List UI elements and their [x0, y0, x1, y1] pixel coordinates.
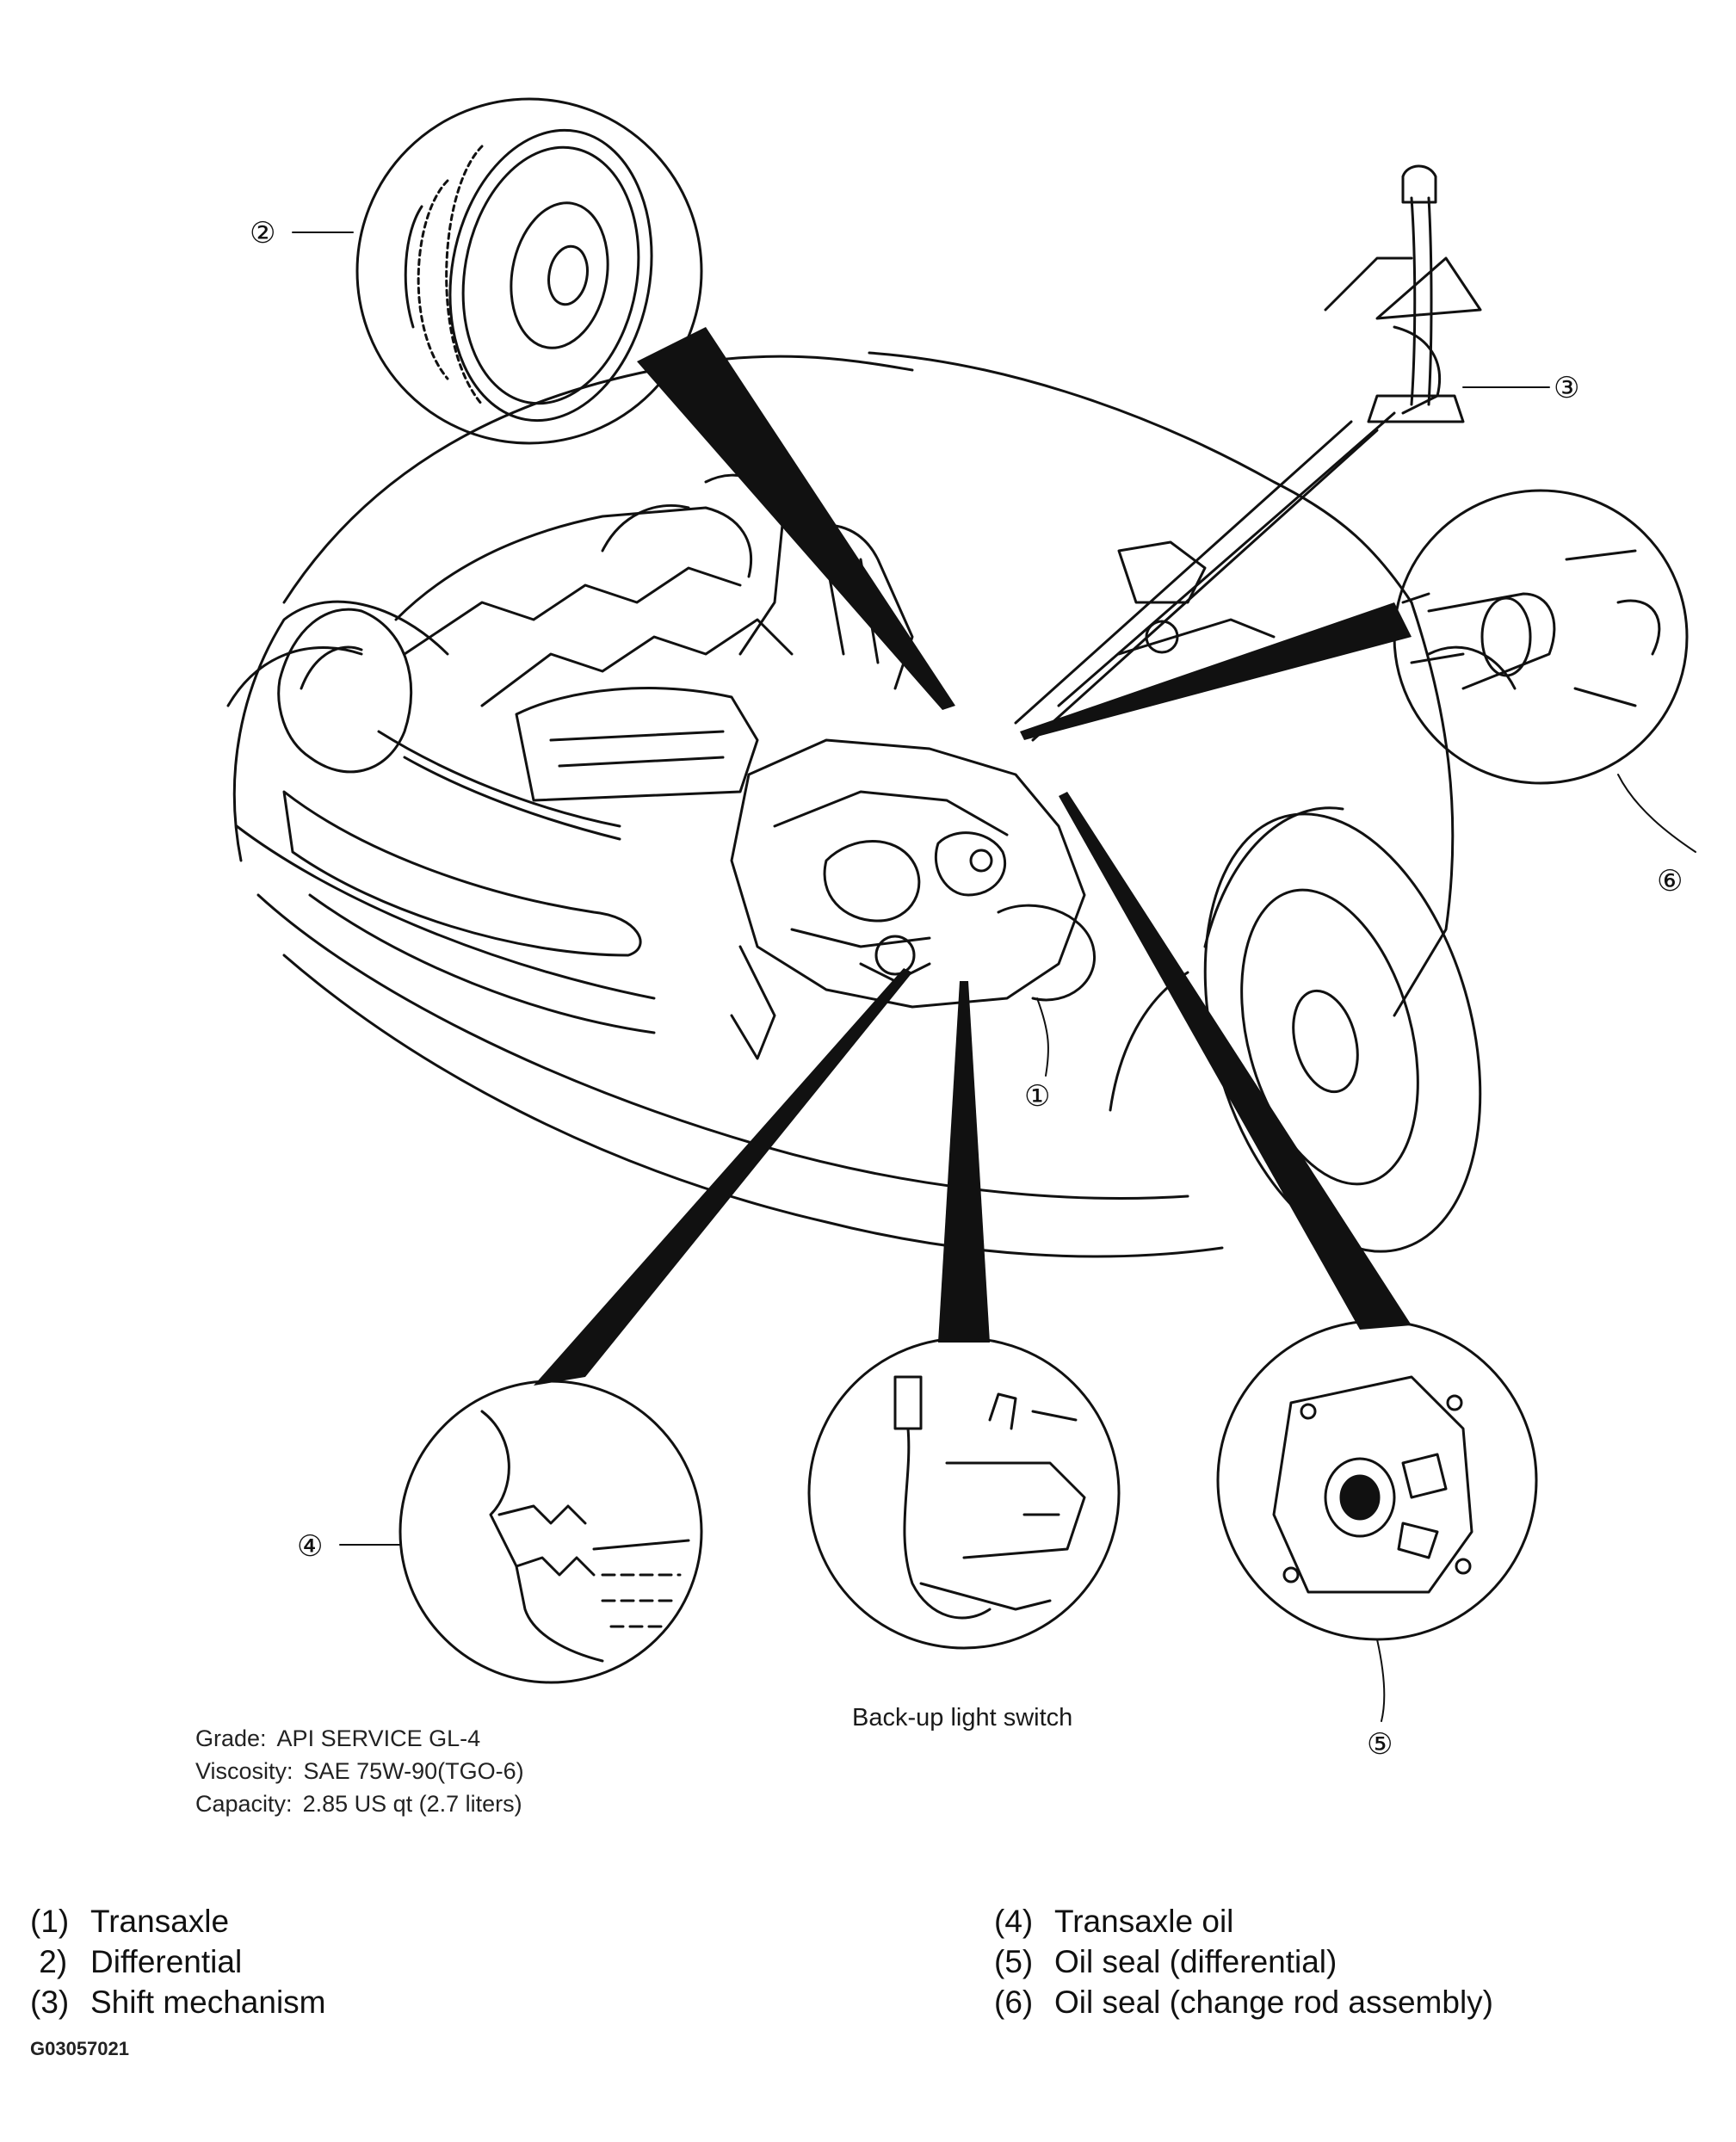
legend-item-4: (4) Transaxle oil — [994, 1904, 1233, 1940]
callout-2: ② — [250, 216, 275, 250]
legend-text: Differential — [90, 1944, 243, 1979]
change-rod-seal-leader-wedge — [1020, 602, 1412, 740]
legend-number: (5) — [994, 1944, 1034, 1979]
shift-mechanism-sketch — [1014, 164, 1482, 742]
callout-5: ⑤ — [1367, 1727, 1393, 1762]
legend-text: Transaxle oil — [1054, 1904, 1234, 1939]
backup-light-switch-caption: Back-up light switch — [852, 1704, 1073, 1732]
spec-capacity-label: Capacity: — [195, 1791, 293, 1817]
legend-text: Oil seal (change rod assembly) — [1054, 1985, 1493, 2020]
spec-viscosity-value: SAE 75W-90(TGO-6) — [303, 1758, 524, 1784]
callout-leader-1 — [1036, 997, 1049, 1077]
differential-seal-leader-wedge — [1059, 792, 1412, 1330]
spec-grade-value: API SERVICE GL-4 — [276, 1725, 481, 1751]
legend-number: (1) — [30, 1904, 70, 1939]
legend-number: 2) — [30, 1944, 68, 1979]
differential-leader-wedge — [637, 327, 955, 710]
callout-leader-6 — [1617, 774, 1696, 853]
legend-item-5: (5) Oil seal (differential) — [994, 1944, 1337, 1980]
spec-capacity-value: 2.85 US qt (2.7 liters) — [302, 1791, 522, 1817]
backup-switch-leader-wedge — [938, 981, 990, 1343]
spec-viscosity-label: Viscosity: — [195, 1758, 293, 1784]
legend-text: Oil seal (differential) — [1054, 1944, 1338, 1979]
differential-seal-detail-circle — [1216, 1319, 1538, 1641]
legend-number: (6) — [994, 1985, 1034, 2020]
legend-text: Shift mechanism — [90, 1985, 326, 2020]
spec-grade-label: Grade: — [195, 1725, 267, 1751]
backup-switch-detail-circle — [807, 1336, 1121, 1650]
callout-1: ① — [1024, 1079, 1050, 1114]
legend-item-3: (3) Shift mechanism — [30, 1985, 326, 2021]
callout-6: ⑥ — [1657, 864, 1683, 898]
spec-viscosity: Viscosity: SAE 75W-90(TGO-6) — [195, 1758, 524, 1785]
legend-text: Transaxle — [90, 1904, 230, 1939]
spec-capacity: Capacity: 2.85 US qt (2.7 liters) — [195, 1791, 522, 1818]
legend-item-2: 2) Differential — [30, 1944, 242, 1980]
legend-number: (4) — [994, 1904, 1034, 1939]
callout-leader-5 — [1376, 1639, 1386, 1722]
figure-code: G03057021 — [30, 2038, 129, 2059]
differential-detail-circle — [355, 97, 703, 445]
transaxle-oil-leader-wedge — [534, 968, 912, 1386]
callout-4: ④ — [297, 1529, 323, 1564]
transaxle-assembly — [730, 738, 1096, 1060]
transaxle-oil-detail-circle — [398, 1380, 703, 1684]
legend-item-1: (1) Transaxle — [30, 1904, 229, 1940]
callout-3: ③ — [1554, 371, 1579, 405]
legend-item-6: (6) Oil seal (change rod assembly) — [994, 1985, 1493, 2021]
change-rod-seal-detail-circle — [1393, 489, 1689, 785]
car-body-outline — [226, 351, 1517, 1258]
spec-grade: Grade: API SERVICE GL-4 — [195, 1725, 480, 1752]
legend-number: (3) — [30, 1985, 70, 2020]
